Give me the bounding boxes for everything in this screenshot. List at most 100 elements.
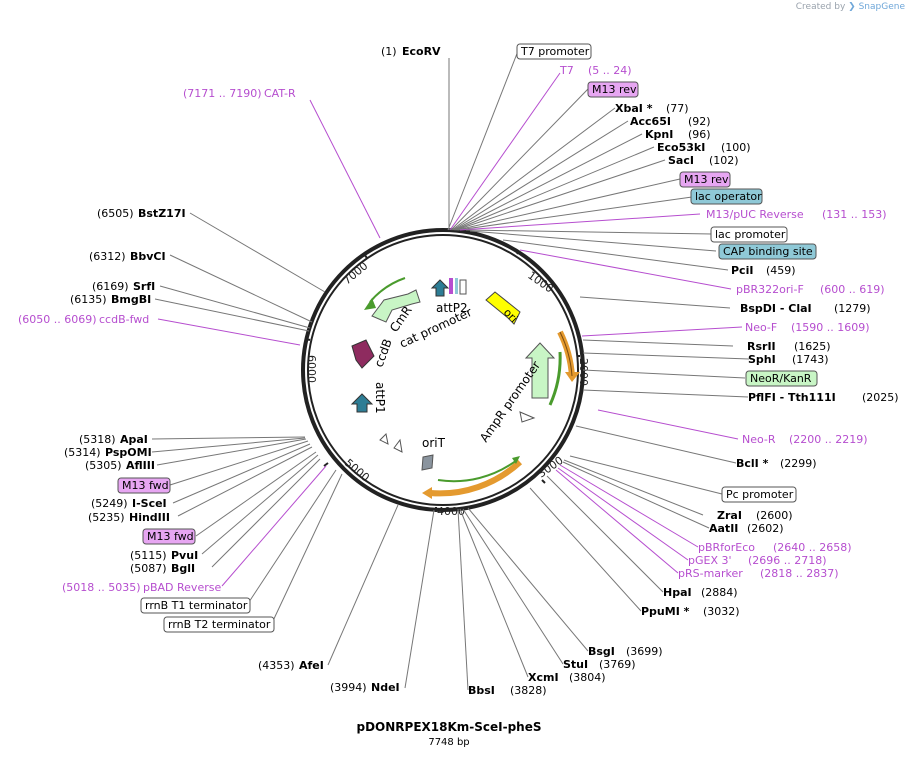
m13-rev-box — [587, 81, 639, 98]
t7-primer-pos: (5 .. 24) — [588, 64, 632, 77]
acc65i-pos: (92) — [688, 115, 711, 128]
pbr322ori-f-name: pBR322ori-F — [736, 283, 804, 296]
attp2-arrow — [430, 279, 450, 297]
pgex3-name: pGEX 3' — [688, 554, 732, 567]
tick-label: 1000 — [525, 269, 555, 296]
stui-pos: (3769) — [599, 658, 636, 671]
pbrforeco-name: pBRforEco — [698, 541, 755, 554]
snapgene-logo-icon: ❯ — [848, 2, 856, 12]
bcli-name: BclI * — [736, 457, 769, 470]
m13-puc-reverse-name: M13/pUC Reverse — [706, 208, 804, 221]
orit-label: oriT — [422, 436, 446, 450]
m13-rev-label-2: M13 rev — [684, 173, 729, 186]
hpai-name: HpaI — [663, 586, 692, 599]
pflfi-tth111i-pos: (2025) — [862, 391, 899, 404]
m13-fwd-label: M13 fwd — [122, 479, 169, 492]
afei-pos: (4353) — [258, 659, 295, 672]
bgli-pos: (5087) — [130, 562, 167, 575]
plasmid-length: 7748 bp — [428, 737, 469, 748]
m13-rev-mark — [449, 278, 453, 294]
i-scei-pos: (5249) — [91, 497, 128, 510]
pbad-reverse-pos: (5018 .. 5035) — [62, 581, 141, 594]
rsrii-pos: (1625) — [794, 340, 831, 353]
m13-fwd-box-2 — [142, 528, 196, 545]
ampr-green-arrowhead — [512, 456, 520, 464]
attp1-arrow — [350, 393, 374, 413]
right-labels: T7 promoter T7 (5 .. 24) M13 rev XbaI * … — [468, 43, 899, 697]
acc65i-name: Acc65I — [630, 115, 671, 128]
small-arrow — [379, 432, 389, 445]
left-labels: (1) EcoRV (7171 .. 7190) CAT-R (6505) Bs… — [18, 45, 441, 694]
ccdb-fwd-pos: (6050 .. 6069) — [18, 313, 97, 326]
saci-pos: (102) — [709, 154, 739, 167]
m13-rev-box-2 — [679, 171, 731, 188]
prs-marker-pos: (2818 .. 2837) — [760, 567, 839, 580]
pcii-name: PciI — [731, 264, 753, 277]
bgli-name: BglI — [171, 562, 195, 575]
bmgbi-name: BmgBI — [111, 293, 151, 306]
srfi-name: SrfI — [133, 280, 155, 293]
cmr-arc-head — [364, 298, 376, 310]
rrnb-t1-terminator-box — [140, 597, 251, 614]
pflfi-tth111i-name: PflFI - Tth111I — [748, 391, 836, 404]
ecorv-name: EcoRV — [402, 45, 441, 58]
cmr-arrow — [371, 289, 421, 323]
lac-operator-mark — [455, 278, 458, 294]
lac-promoter-mark — [459, 279, 467, 295]
bstz17i-name: BstZ17I — [138, 207, 186, 220]
prs-marker-name: pRS-marker — [678, 567, 743, 580]
neor-kanr-label: NeoR/KanR — [750, 372, 812, 385]
pbrforeco-pos: (2640 .. 2658) — [773, 541, 852, 554]
hindiii-pos: (5235) — [88, 511, 125, 524]
neor-kanr-box — [745, 370, 818, 387]
cat-r-pos: (7171 .. 7190) — [183, 87, 262, 100]
ccdb-label: ccdB — [372, 337, 395, 369]
sphi-name: SphI — [748, 353, 776, 366]
bsgi-pos: (3699) — [626, 645, 663, 658]
ampr-arc — [429, 459, 523, 497]
eco53ki-pos: (100) — [721, 141, 751, 154]
attp2-label: attP2 — [436, 301, 468, 315]
cat-r-name: CAT-R — [264, 87, 296, 100]
backbone-inner-ring — [307, 234, 579, 506]
bspdi-clai-pos: (1279) — [834, 302, 871, 315]
tick-label: 6000 — [305, 355, 318, 383]
neo-f-name: Neo-F — [745, 321, 777, 334]
tick-label: 2000 — [577, 358, 590, 386]
pgex3-pos: (2696 .. 2718) — [748, 554, 827, 567]
rrnb-t2-terminator-box — [163, 616, 275, 633]
ampr-promoter-arrow — [524, 342, 556, 399]
rsrii-name: RsrII — [747, 340, 776, 353]
lac-promoter-box — [710, 226, 788, 243]
pvui-pos: (5115) — [130, 549, 167, 562]
xbai-name: XbaI * — [615, 102, 653, 115]
small-arrow — [393, 438, 403, 453]
tick-marks — [305, 250, 580, 512]
ppumi-name: PpuMI * — [641, 605, 690, 618]
hpai-pos: (2884) — [701, 586, 738, 599]
saci-name: SacI — [668, 154, 694, 167]
pbad-reverse-name: pBAD Reverse — [143, 581, 221, 594]
lac-operator-box — [690, 188, 763, 205]
afliii-name: AflIII — [126, 459, 155, 472]
lac-operator-label: lac operator — [695, 190, 762, 203]
ppumi-pos: (3032) — [703, 605, 740, 618]
bmgbi-pos: (6135) — [70, 293, 107, 306]
tick-7000 — [363, 253, 368, 259]
stui-name: StuI — [563, 658, 588, 671]
bbvci-name: BbvCI — [130, 250, 166, 263]
aatii-pos: (2602) — [747, 522, 784, 535]
t7-promoter-label: T7 promoter — [520, 45, 590, 58]
xcmi-pos: (3804) — [569, 671, 606, 684]
lac-promoter-label: lac promoter — [715, 228, 786, 241]
left-leader-lines — [151, 58, 450, 689]
neor-outline — [559, 331, 573, 377]
zrai-name: ZraI — [717, 509, 742, 522]
ampr-green-arc — [437, 459, 518, 483]
m13-puc-reverse-pos: (131 .. 153) — [822, 208, 887, 221]
pc-promoter-label: Pc promoter — [726, 488, 794, 501]
afei-name: AfeI — [299, 659, 324, 672]
srfi-pos: (6169) — [92, 280, 129, 293]
tick-1000 — [516, 250, 520, 255]
pspomi-name: PspOMI — [105, 446, 152, 459]
